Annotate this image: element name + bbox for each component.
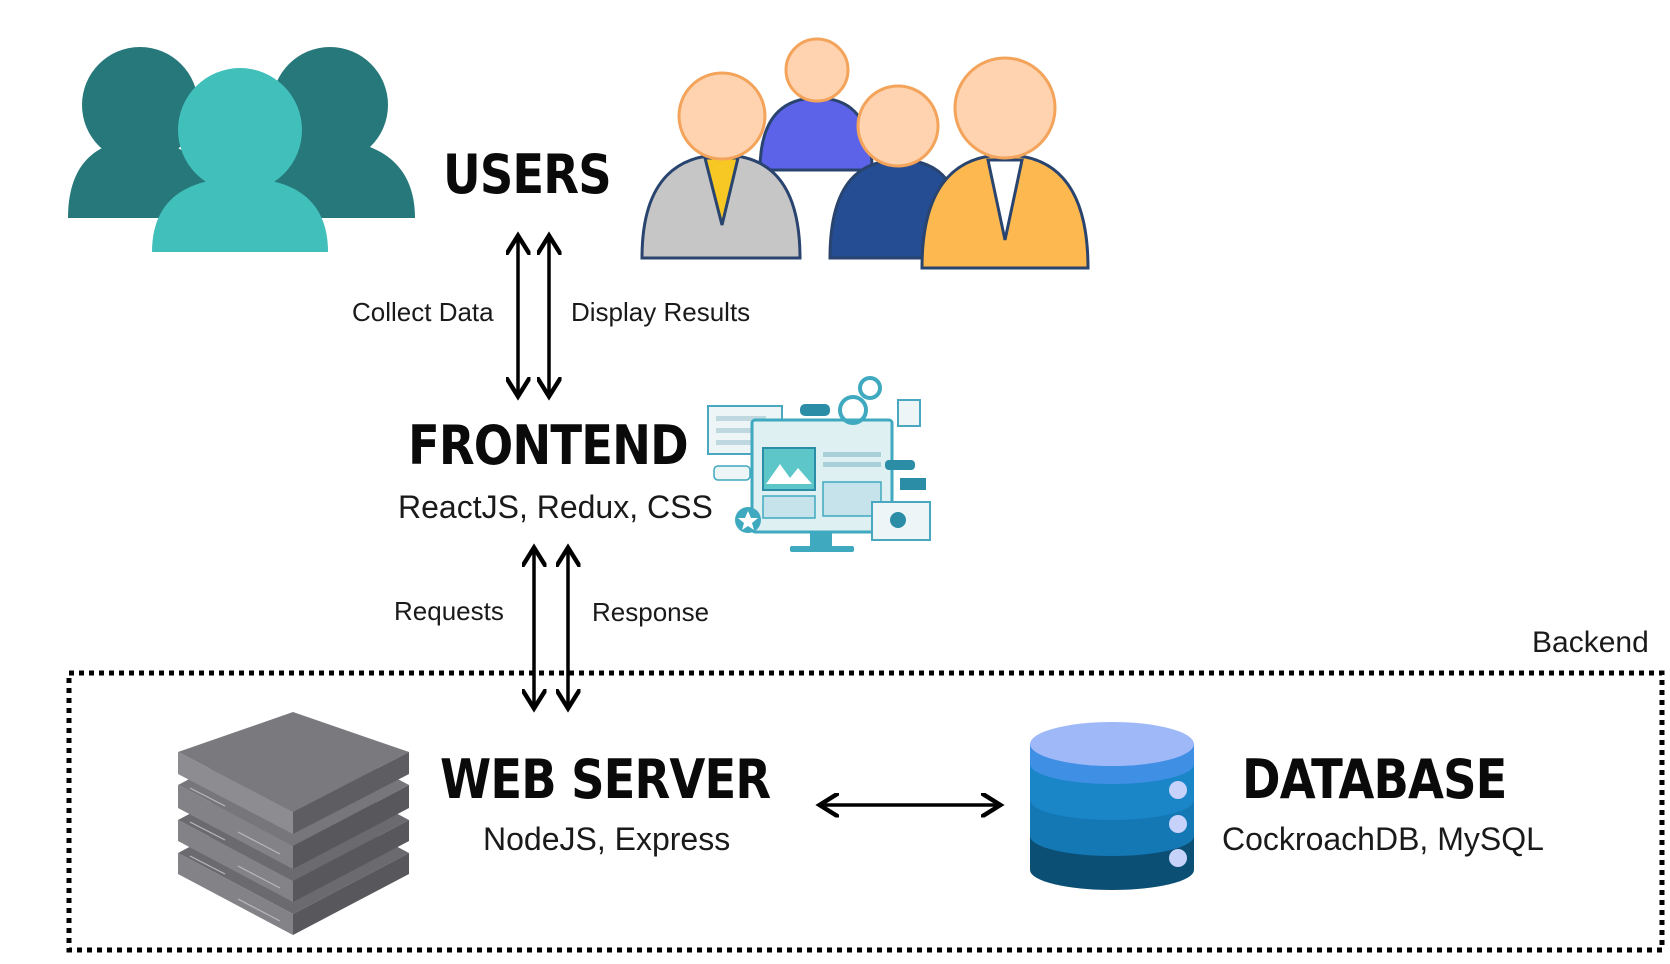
users-group-icon — [68, 47, 415, 252]
database-tech: CockroachDB, MySQL — [1222, 821, 1544, 857]
backend-boundary — [66, 670, 1665, 953]
web-server-tech: NodeJS, Express — [483, 821, 731, 857]
response-label: Response — [592, 597, 710, 627]
collect-data-label: Collect Data — [352, 297, 494, 327]
web-dashboard-icon — [707, 376, 931, 552]
requests-label: Requests — [394, 596, 504, 626]
frontend-tech: ReactJS, Redux, CSS — [398, 489, 713, 525]
database-title: DATABASE — [1242, 748, 1507, 811]
database-cylinder-icon — [1030, 722, 1194, 890]
server-rack-icon — [178, 712, 409, 935]
web-server-title: WEB SERVER — [440, 748, 771, 811]
backend-group-label: Backend — [1532, 626, 1649, 659]
business-people-icon — [640, 37, 1090, 270]
users-title: USERS — [443, 143, 612, 206]
display-results-label: Display Results — [571, 297, 751, 327]
frontend-title: FRONTEND — [408, 414, 689, 477]
